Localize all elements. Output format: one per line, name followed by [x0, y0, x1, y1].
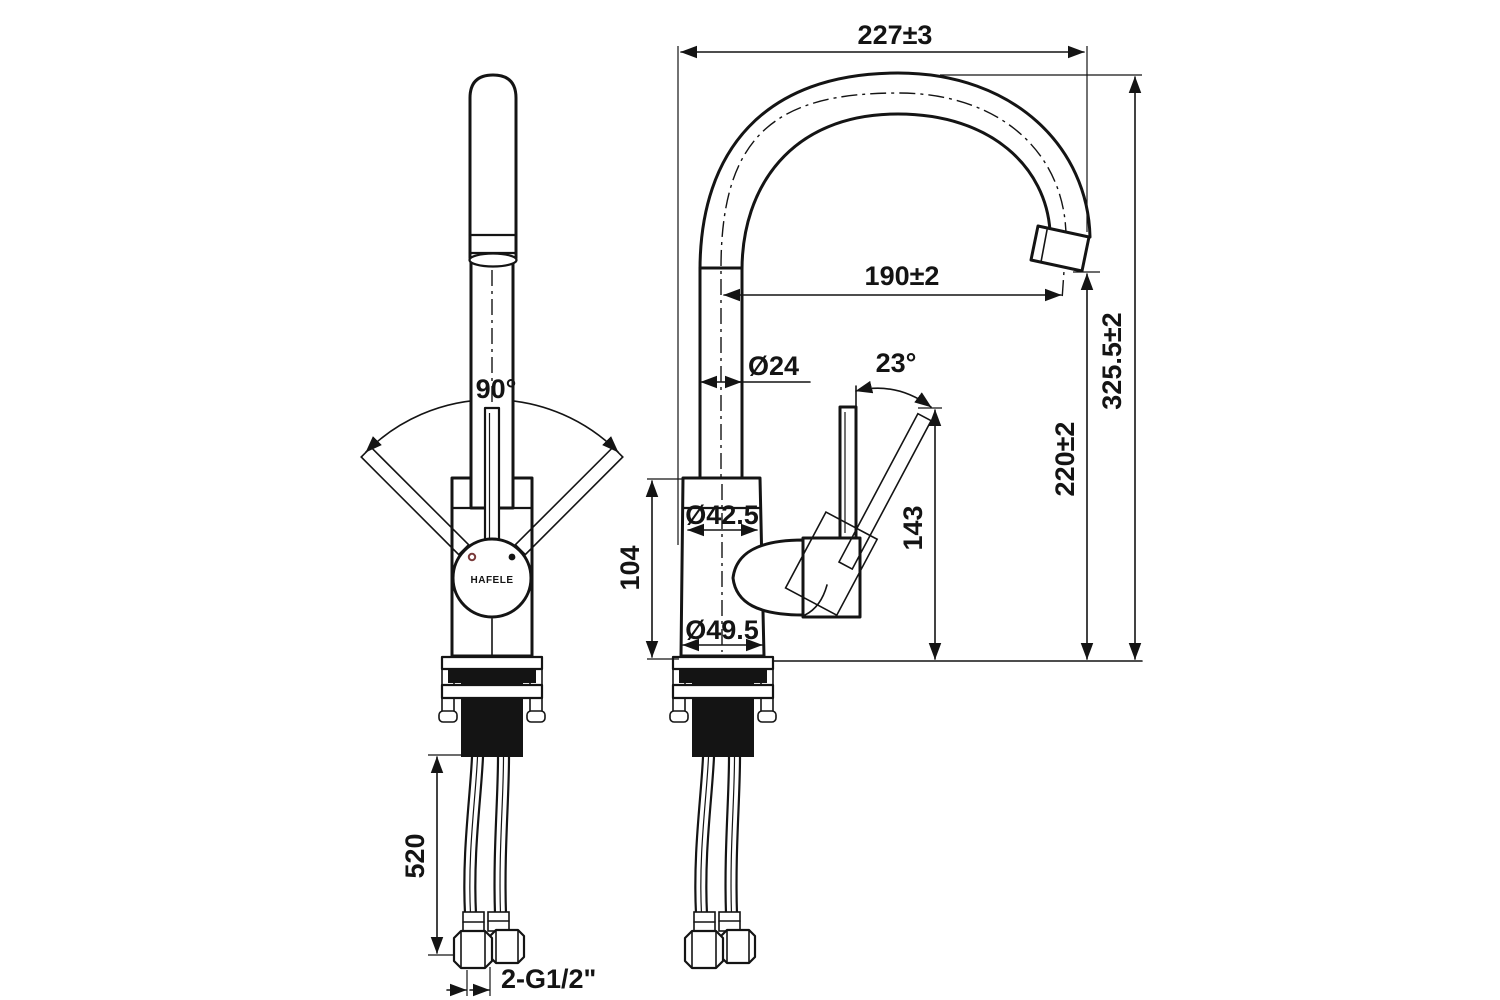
- mounting-hardware-front: [668, 655, 778, 970]
- dim-overall-height-label: 325.5±2: [1097, 312, 1127, 409]
- handle-lever: [838, 405, 858, 540]
- dim-hose-thread-label: 2-G1/2": [501, 964, 596, 994]
- mounting-hardware-side: [437, 655, 547, 970]
- dim-tube-diameter: Ø24: [700, 351, 811, 389]
- dim-body-height-label: 104: [615, 545, 645, 590]
- dimension-annotations: 227±3 190±2 Ø24 23° 325.5±2 220±2: [400, 20, 1142, 997]
- dim-base-diameter-label: Ø49.5: [685, 615, 759, 645]
- dim-handle-angle: 23°: [855, 348, 932, 408]
- aerator-tip: [1029, 224, 1091, 273]
- dim-body-top-diameter: Ø42.5: [685, 500, 759, 537]
- side-view: HAFELE: [360, 73, 624, 970]
- dim-overall-width-label: 227±3: [858, 20, 933, 50]
- dim-outlet-height: 220±2: [1050, 271, 1100, 660]
- dim-swivel-angle-label: 90°: [476, 374, 517, 404]
- dim-spout-reach-label: 190±2: [865, 261, 940, 291]
- front-view: [668, 71, 1143, 970]
- spout-arc-inner: [740, 112, 1052, 272]
- dim-tube-diameter-label: Ø24: [748, 351, 799, 381]
- spout-arc-outer: [698, 71, 1092, 272]
- spout-capsule: [468, 73, 518, 260]
- dim-base-diameter: Ø49.5: [682, 615, 763, 652]
- handle-open-phantom: [784, 412, 933, 617]
- dim-overall-height: 325.5±2: [940, 74, 1142, 660]
- handle-collar: [801, 536, 862, 619]
- dim-hose-thread: 2-G1/2": [446, 964, 596, 997]
- dim-handle-angle-label: 23°: [876, 348, 917, 378]
- handle-joint: [731, 538, 805, 617]
- dim-handle-height: 143: [898, 407, 942, 660]
- cold-indicator-dot: [508, 553, 516, 561]
- dim-outlet-height-label: 220±2: [1050, 422, 1080, 497]
- brand-logo-text: HAFELE: [471, 575, 514, 586]
- dim-spout-reach: 190±2: [723, 261, 1062, 302]
- dim-hose-length-label: 520: [400, 833, 430, 878]
- handle-lever-side: [483, 406, 501, 550]
- dim-hose-length: 520: [400, 754, 461, 956]
- dim-overall-width: 227±3: [677, 20, 1088, 545]
- dim-body-height: 104: [615, 478, 683, 660]
- dim-body-top-diameter-label: Ø42.5: [685, 500, 759, 530]
- hot-indicator-dot: [467, 552, 477, 562]
- dim-handle-height-label: 143: [898, 505, 928, 550]
- spout-centerline: [720, 92, 1067, 672]
